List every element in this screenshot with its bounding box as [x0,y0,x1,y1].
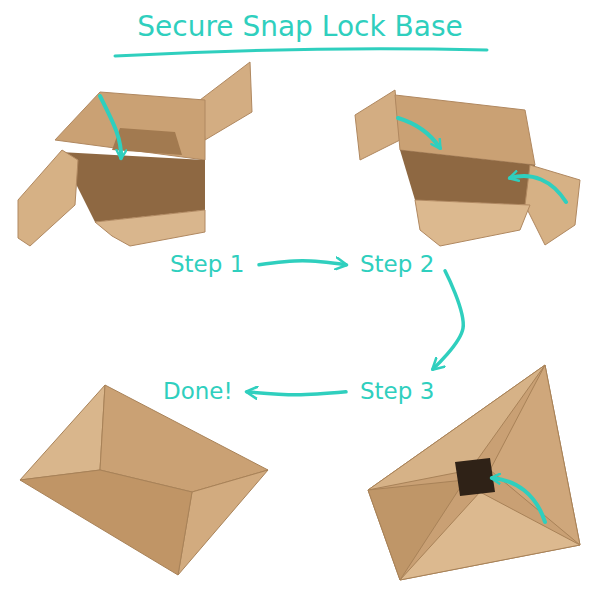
step-label: Done! [157,375,239,409]
flap [355,90,400,160]
title-underline [115,49,487,56]
flap [20,470,192,575]
slot [455,458,495,496]
fold-arrow [100,96,121,158]
flow-arrow [433,271,463,369]
flap [368,480,465,580]
fold-arrow [492,478,545,522]
step-text: Done! [163,378,233,406]
step-label: Step 1 [164,248,251,282]
interior [60,152,205,222]
fold-arrow [510,176,566,202]
flap [18,150,78,246]
step-text: Step 2 [360,251,435,279]
done-box [20,385,268,575]
step1-box [18,62,252,246]
step-label: Step 2 [354,248,441,282]
wall [415,200,530,246]
fold-arrow [398,118,440,148]
flap [178,470,268,575]
step-text: Step 3 [360,378,435,406]
flow-arrow [247,392,346,395]
flow-arrow [259,261,346,265]
title: Secure Snap Lock Base [0,10,600,43]
step-text: Step 1 [170,251,245,279]
step2-box [355,90,580,246]
wall [55,92,205,160]
step-label: Step 3 [354,375,441,409]
wall [95,210,205,246]
flap [200,62,252,140]
flap [20,385,105,480]
